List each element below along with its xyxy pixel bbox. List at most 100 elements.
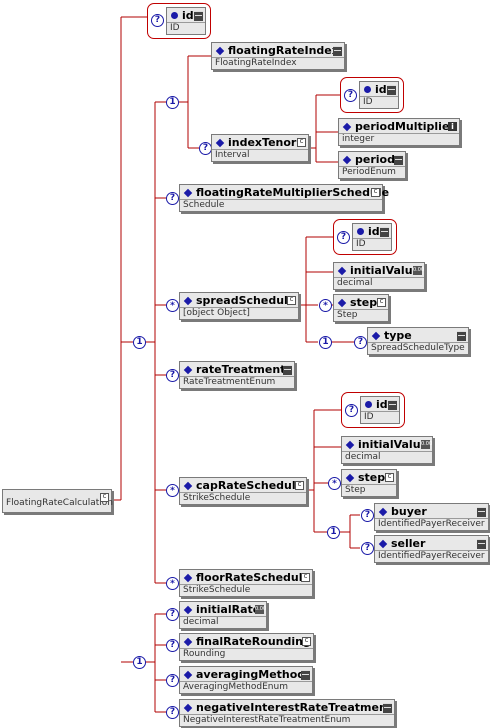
optional-icon xyxy=(166,639,179,652)
element-name: floatingRateIndex xyxy=(228,44,339,57)
decimal-type-icon xyxy=(421,440,432,449)
simple-type-icon xyxy=(477,539,486,549)
element-periodMultiplier[interactable]: periodMultiplier integer xyxy=(338,118,460,146)
element-type: Step xyxy=(337,310,358,320)
optional-icon xyxy=(361,509,374,522)
element-icon xyxy=(215,46,225,55)
element-name: periodMultiplier xyxy=(355,120,455,133)
optional-icon xyxy=(151,14,164,27)
simple-type-icon xyxy=(457,331,466,341)
root-element[interactable]: FloatingRateCalculation xyxy=(2,489,113,513)
element-type[interactable]: type SpreadScheduleType xyxy=(367,327,469,355)
element-type: SpreadScheduleType xyxy=(371,343,465,353)
attribute-name: id xyxy=(375,83,387,96)
info-icon xyxy=(448,122,457,131)
attribute-type: ID xyxy=(363,97,373,107)
element-buyer[interactable]: buyer IdentifiedPayerReceiver xyxy=(374,503,489,531)
complex-type-icon xyxy=(287,295,296,305)
simple-type-icon xyxy=(194,11,203,21)
id-attribute[interactable]: id ID xyxy=(359,81,399,109)
simple-type-icon xyxy=(477,507,486,517)
attribute-icon xyxy=(357,228,364,235)
element-finalRateRounding[interactable]: finalRateRounding Rounding xyxy=(179,633,314,661)
element-name: spreadSchedule xyxy=(196,294,296,307)
element-spreadSchedule[interactable]: spreadSchedule [object Object] xyxy=(179,292,299,320)
optional-icon xyxy=(361,542,374,555)
element-seller[interactable]: seller IdentifiedPayerReceiver xyxy=(374,535,489,563)
spreadSchedule-id-group: id ID xyxy=(333,219,397,255)
element-capRateSchedule[interactable]: capRateSchedule StrikeSchedule xyxy=(179,477,307,505)
element-type: PeriodEnum xyxy=(342,167,396,177)
element-type: decimal xyxy=(345,452,381,462)
element-averagingMethod[interactable]: averagingMethod AveragingMethodEnum xyxy=(179,666,313,694)
element-type: IdentifiedPayerReceiver xyxy=(378,551,485,561)
element-type: Schedule xyxy=(183,200,225,210)
element-type: decimal xyxy=(183,617,219,627)
element-icon xyxy=(183,296,193,305)
element-initialRate[interactable]: initialRate decimal xyxy=(179,601,267,629)
attribute-name: id xyxy=(368,225,380,238)
element-step[interactable]: step Step xyxy=(333,294,389,322)
element-floatingRateMultiplierSchedule[interactable]: floatingRateMultiplierSchedule Schedule xyxy=(179,184,389,212)
simple-type-icon xyxy=(383,703,392,713)
simple-type-icon xyxy=(301,670,310,680)
attribute-icon xyxy=(171,12,178,19)
optional-icon xyxy=(166,674,179,687)
element-name: seller xyxy=(391,537,426,550)
element-icon xyxy=(183,703,193,712)
element-name: initialValue xyxy=(358,438,428,451)
element-initialValue[interactable]: initialValue decimal xyxy=(341,436,433,464)
element-name: capRateSchedule xyxy=(196,479,304,492)
element-type: Interval xyxy=(215,150,250,160)
element-name: indexTenor xyxy=(228,136,297,149)
element-step[interactable]: step Step xyxy=(341,469,397,497)
decimal-type-icon xyxy=(255,605,266,614)
element-icon xyxy=(183,637,193,646)
sequence-icon[interactable] xyxy=(133,656,146,669)
element-name: buyer xyxy=(391,505,427,518)
element-name: averagingMethod xyxy=(196,668,306,681)
complex-type-icon xyxy=(371,187,380,197)
choice-icon[interactable] xyxy=(133,336,146,349)
element-negativeInterestRateTreatment[interactable]: negativeInterestRateTreatment NegativeIn… xyxy=(179,699,395,727)
choice-icon[interactable] xyxy=(166,96,179,109)
repeating-icon xyxy=(166,484,179,497)
element-rateTreatment[interactable]: rateTreatment RateTreatmentEnum xyxy=(179,361,295,389)
optional-icon xyxy=(345,404,358,417)
optional-icon xyxy=(166,369,179,382)
element-icon xyxy=(183,605,193,614)
id-attribute[interactable]: id ID xyxy=(166,7,206,35)
attribute-icon xyxy=(365,401,372,408)
element-icon xyxy=(183,365,193,374)
attribute-type: ID xyxy=(356,239,366,249)
element-name: finalRateRounding xyxy=(196,635,311,648)
id-attribute[interactable]: id ID xyxy=(360,396,400,424)
element-initialValue[interactable]: initialValue decimal xyxy=(333,262,425,290)
element-type: integer xyxy=(342,134,375,144)
simple-type-icon xyxy=(333,46,342,56)
element-indexTenor[interactable]: indexTenor Interval xyxy=(211,134,309,162)
repeating-icon xyxy=(166,299,179,312)
optional-icon xyxy=(166,192,179,205)
element-icon xyxy=(378,507,388,516)
element-name: floorRateSchedule xyxy=(196,571,310,584)
sequence-icon[interactable] xyxy=(319,336,332,349)
element-icon xyxy=(183,670,193,679)
element-period[interactable]: period PeriodEnum xyxy=(338,151,406,179)
element-floorRateSchedule[interactable]: floorRateSchedule StrikeSchedule xyxy=(179,569,313,597)
simple-type-icon xyxy=(283,365,292,375)
element-icon xyxy=(337,298,347,307)
element-name: initialValue xyxy=(350,264,420,277)
optional-icon xyxy=(337,231,350,244)
id-attribute[interactable]: id ID xyxy=(352,223,392,251)
indexTenor-id-group: id ID xyxy=(340,77,404,113)
complex-type-icon xyxy=(100,492,109,502)
simple-type-icon xyxy=(380,227,389,237)
sequence-icon[interactable] xyxy=(327,526,340,539)
simple-type-icon xyxy=(394,155,403,165)
attribute-type: ID xyxy=(364,412,374,422)
element-floatingRateIndex[interactable]: floatingRateIndex FloatingRateIndex xyxy=(211,42,345,70)
element-type: AveragingMethodEnum xyxy=(183,682,288,692)
attribute-icon xyxy=(364,86,371,93)
element-type: StrikeSchedule xyxy=(183,493,251,503)
